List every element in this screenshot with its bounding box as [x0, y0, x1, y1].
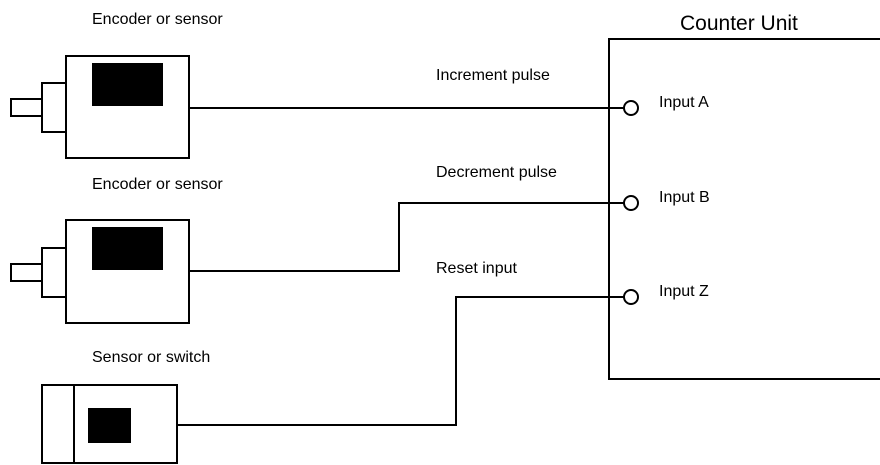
switch-icon: [41, 384, 178, 464]
counter-unit-title: Counter Unit: [680, 12, 798, 35]
input-terminal-b: Input B: [623, 189, 710, 211]
terminal-icon: [623, 195, 639, 211]
wire: [177, 296, 624, 426]
device-encoder-1: Encoder or sensor: [10, 11, 223, 159]
input-terminal-a: Input A: [623, 94, 709, 116]
terminal-icon: [623, 100, 639, 116]
signal-label: Increment pulse: [436, 67, 550, 84]
input-label: Input B: [659, 189, 710, 206]
device-label: Sensor or switch: [92, 349, 210, 366]
device-label: Encoder or sensor: [92, 176, 223, 193]
encoder-icon: [10, 219, 190, 324]
signal-label: Reset input: [436, 260, 517, 277]
signal-reset: Reset input: [177, 260, 624, 426]
input-label: Input Z: [659, 283, 709, 300]
signal-label: Decrement pulse: [436, 164, 557, 181]
signal-decrement: Decrement pulse: [189, 164, 624, 272]
device-encoder-2: Encoder or sensor: [10, 176, 223, 324]
counter-unit: Counter Unit: [608, 12, 880, 380]
counter-unit-box: [608, 38, 880, 380]
signal-increment: Increment pulse: [189, 67, 624, 109]
terminal-icon: [623, 289, 639, 305]
input-label: Input A: [659, 94, 709, 111]
device-label: Encoder or sensor: [92, 11, 223, 28]
encoder-icon: [10, 55, 190, 159]
input-terminal-z: Input Z: [623, 283, 709, 305]
device-switch: Sensor or switch: [41, 349, 210, 464]
wire: [189, 202, 624, 272]
